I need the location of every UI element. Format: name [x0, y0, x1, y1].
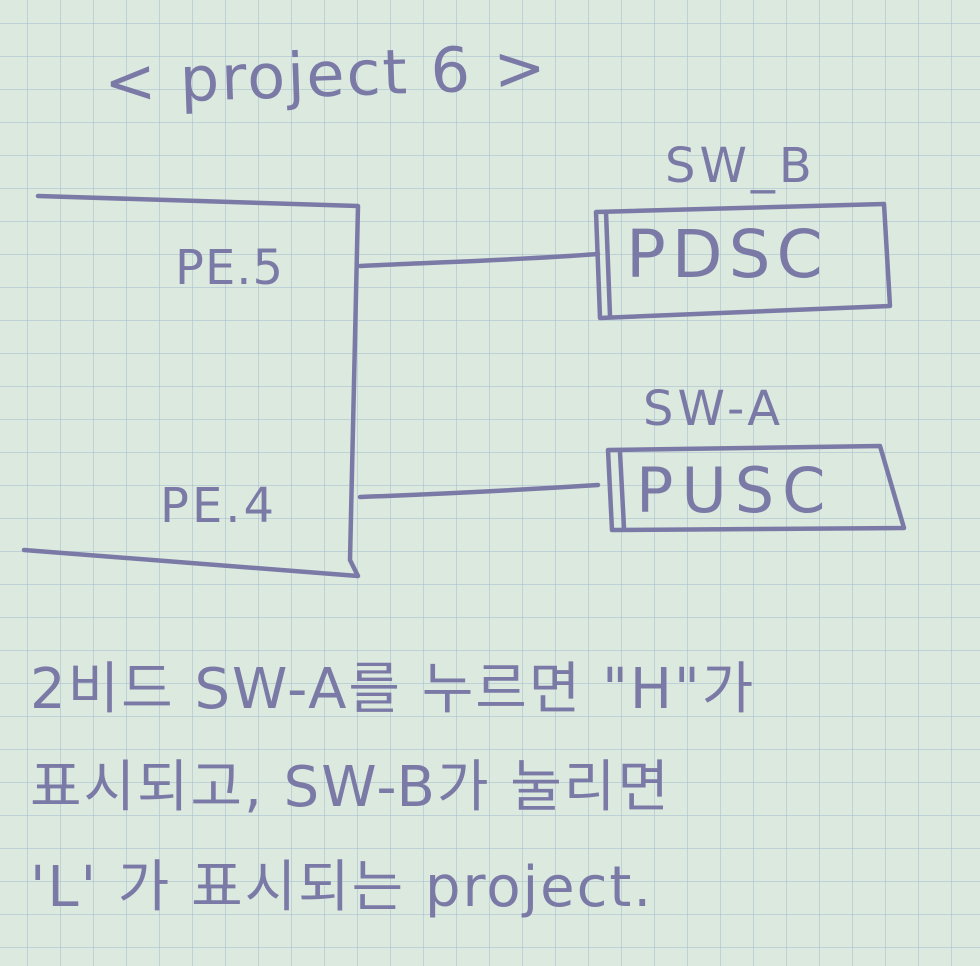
wire-pe5-pdsc	[357, 251, 601, 269]
description-line-3: 'L' 가 표시되는 project.	[30, 855, 654, 920]
pdsc-box-outline	[593, 201, 893, 321]
pusc-box-inner-line	[617, 449, 627, 531]
switch-pin-pdsc: PDSC	[626, 216, 829, 293]
pin-label-pe5: PE.5	[175, 240, 285, 296]
switch-label-sw-a: SW-A	[643, 381, 785, 437]
controller-block-outline	[21, 193, 361, 579]
pin-label-pe4: PE.4	[160, 478, 278, 534]
switch-label-sw-b: SW_B	[665, 138, 816, 194]
description-line-2: 표시되고, SW-B가 눌리면	[30, 755, 671, 820]
pusc-box-outline	[605, 443, 907, 533]
page-title: < project 6 >	[102, 30, 549, 119]
wire-pe4-pusc	[357, 482, 601, 500]
pdsc-box-inner-line	[603, 209, 613, 319]
description-line-1: 2비드 SW-A를 누르면 "H"가	[30, 657, 756, 722]
switch-pin-pusc: PUSC	[636, 454, 834, 527]
